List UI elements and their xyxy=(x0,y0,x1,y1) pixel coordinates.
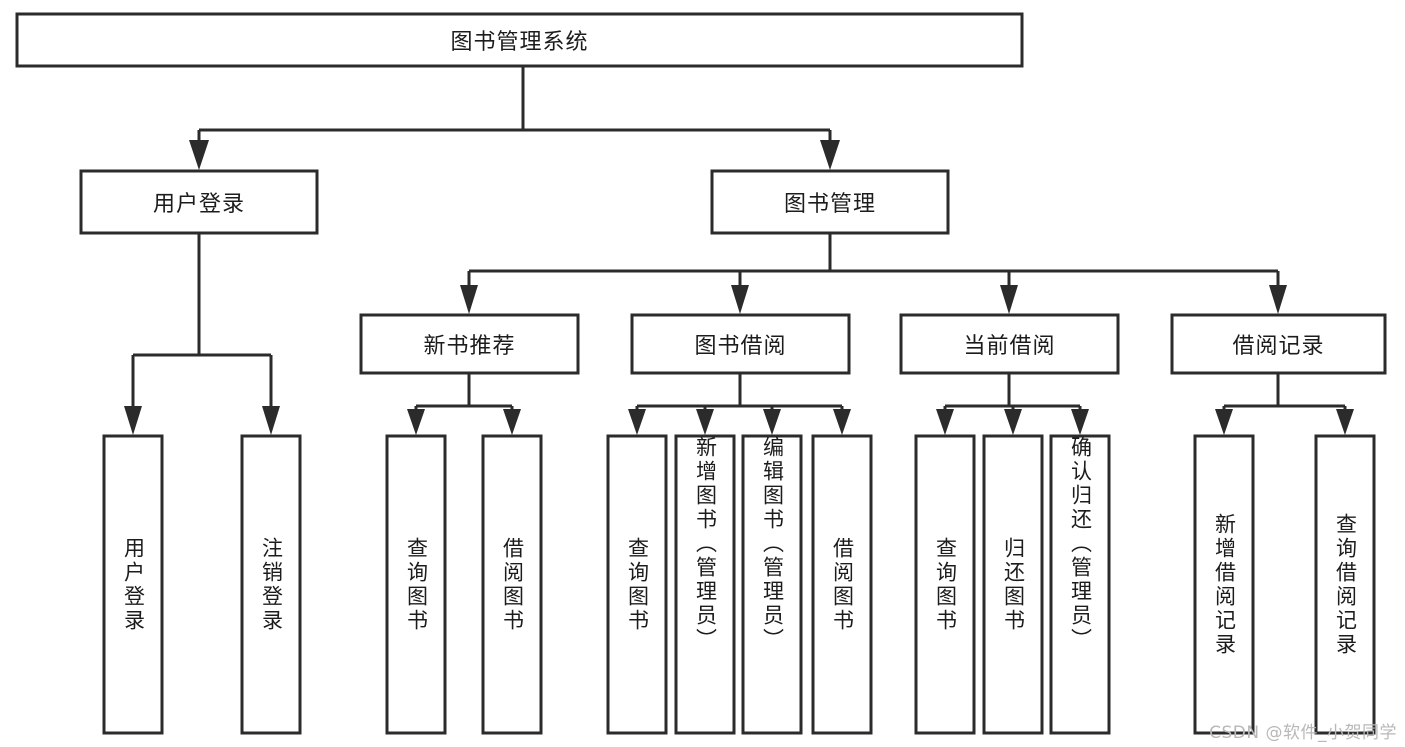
arrow-head-icon xyxy=(407,409,425,435)
arrow-head-icon xyxy=(1215,409,1233,435)
node-box-leaf-query-borrow-record[interactable] xyxy=(1314,434,1376,735)
node-box-borrow-record[interactable] xyxy=(1170,313,1387,375)
node-box-new-book-recommend[interactable] xyxy=(359,313,580,375)
csdn-watermark: CSDN @软件_小贺同学 xyxy=(1209,723,1397,743)
arrow-head-icon xyxy=(628,409,646,435)
node-box-user-login[interactable] xyxy=(79,169,319,235)
arrow-head-icon xyxy=(1000,285,1018,314)
arrow-head-icon xyxy=(1004,409,1022,435)
arrow-head-icon xyxy=(124,406,142,435)
connector-current-borrow-to-leaves xyxy=(936,373,1089,435)
node-box-leaf-return-book[interactable] xyxy=(982,434,1044,735)
arrow-head-icon xyxy=(460,285,478,314)
connector-book-borrow-to-leaves xyxy=(628,373,851,435)
node-box-leaf-add-book[interactable] xyxy=(674,434,736,735)
arrow-head-icon xyxy=(763,409,781,435)
node-box-leaf-user-login[interactable] xyxy=(102,434,164,735)
arrow-head-icon xyxy=(503,409,521,435)
node-box-leaf-logout-login[interactable] xyxy=(240,434,302,735)
connector-user-login-to-leaves xyxy=(124,233,280,435)
node-box-leaf-borrow-book-2[interactable] xyxy=(811,434,873,735)
arrow-head-icon xyxy=(189,140,209,170)
connector-borrow-record-to-leaves xyxy=(1215,373,1354,435)
node-box-root[interactable] xyxy=(15,12,1024,68)
node-box-book-borrow[interactable] xyxy=(630,313,851,375)
node-box-leaf-add-borrow-record[interactable] xyxy=(1193,434,1255,735)
arrow-head-icon xyxy=(833,409,851,435)
arrow-head-icon xyxy=(820,140,840,170)
arrow-head-icon xyxy=(731,285,749,314)
node-box-leaf-query-book-3[interactable] xyxy=(914,434,976,735)
arrow-head-icon xyxy=(1269,285,1287,314)
connector-new-book-recommend-to-leaves xyxy=(407,373,521,435)
node-box-leaf-query-book-2[interactable] xyxy=(606,434,668,735)
node-box-book-management[interactable] xyxy=(710,169,950,235)
arrow-head-icon xyxy=(936,409,954,435)
node-box-leaf-edit-book[interactable] xyxy=(741,434,803,735)
arrow-head-icon xyxy=(1336,409,1354,435)
node-box-leaf-query-book-1[interactable] xyxy=(385,434,447,735)
connector-book-management-to-level3 xyxy=(460,233,1287,314)
node-box-current-borrow[interactable] xyxy=(899,313,1120,375)
node-box-leaf-borrow-book-1[interactable] xyxy=(481,434,543,735)
connector-root-to-level2 xyxy=(189,66,840,170)
arrow-head-icon xyxy=(696,409,714,435)
node-box-leaf-confirm-return[interactable] xyxy=(1049,434,1111,735)
arrow-head-icon xyxy=(262,406,280,435)
arrow-head-icon xyxy=(1071,409,1089,435)
